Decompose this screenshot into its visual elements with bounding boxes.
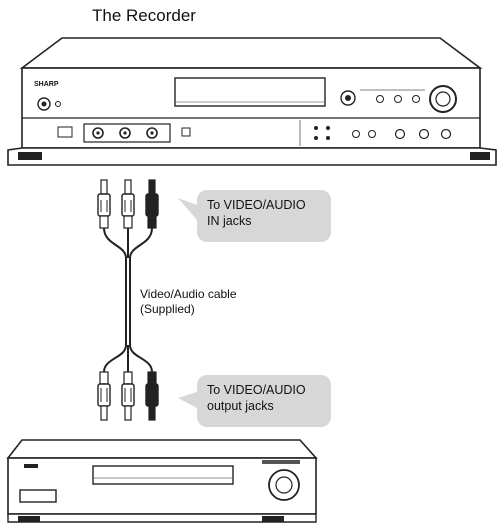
callout-input-line2: IN jacks: [207, 214, 252, 228]
recorder-brand-logo: SHARP: [34, 81, 59, 88]
source-display: [19, 489, 57, 503]
tape-slot: [92, 465, 234, 485]
callout-out-pointer: [178, 392, 197, 408]
source-device: [6, 439, 318, 523]
upper-plug-video: [97, 179, 111, 229]
callout-input-line1: To VIDEO/AUDIO: [207, 198, 306, 212]
disc-tray: [174, 77, 326, 107]
diagram-title: The Recorder: [92, 6, 196, 25]
lower-plug-audio-right: [145, 371, 159, 421]
upper-plug-audio-right: [145, 179, 159, 229]
upper-plug-group: [97, 179, 159, 259]
cable-label: Video/Audio cable (Supplied): [140, 287, 237, 317]
av-cable: [125, 258, 131, 345]
callout-output-jacks: To VIDEO/AUDIO output jacks: [197, 375, 331, 427]
callout-output-line1: To VIDEO/AUDIO: [207, 383, 306, 397]
recorder-device: [7, 37, 497, 166]
upper-plug-audio-left: [121, 179, 135, 229]
cable-label-line2: (Supplied): [140, 302, 195, 316]
lower-plug-group: [97, 344, 159, 421]
callout-output-line2: output jacks: [207, 399, 274, 413]
lower-plug-audio-left: [121, 371, 135, 421]
callout-in-pointer: [178, 198, 197, 220]
callout-input-jacks: To VIDEO/AUDIO IN jacks: [197, 190, 331, 242]
lower-plug-video: [97, 371, 111, 421]
cable-label-line1: Video/Audio cable: [140, 287, 237, 301]
